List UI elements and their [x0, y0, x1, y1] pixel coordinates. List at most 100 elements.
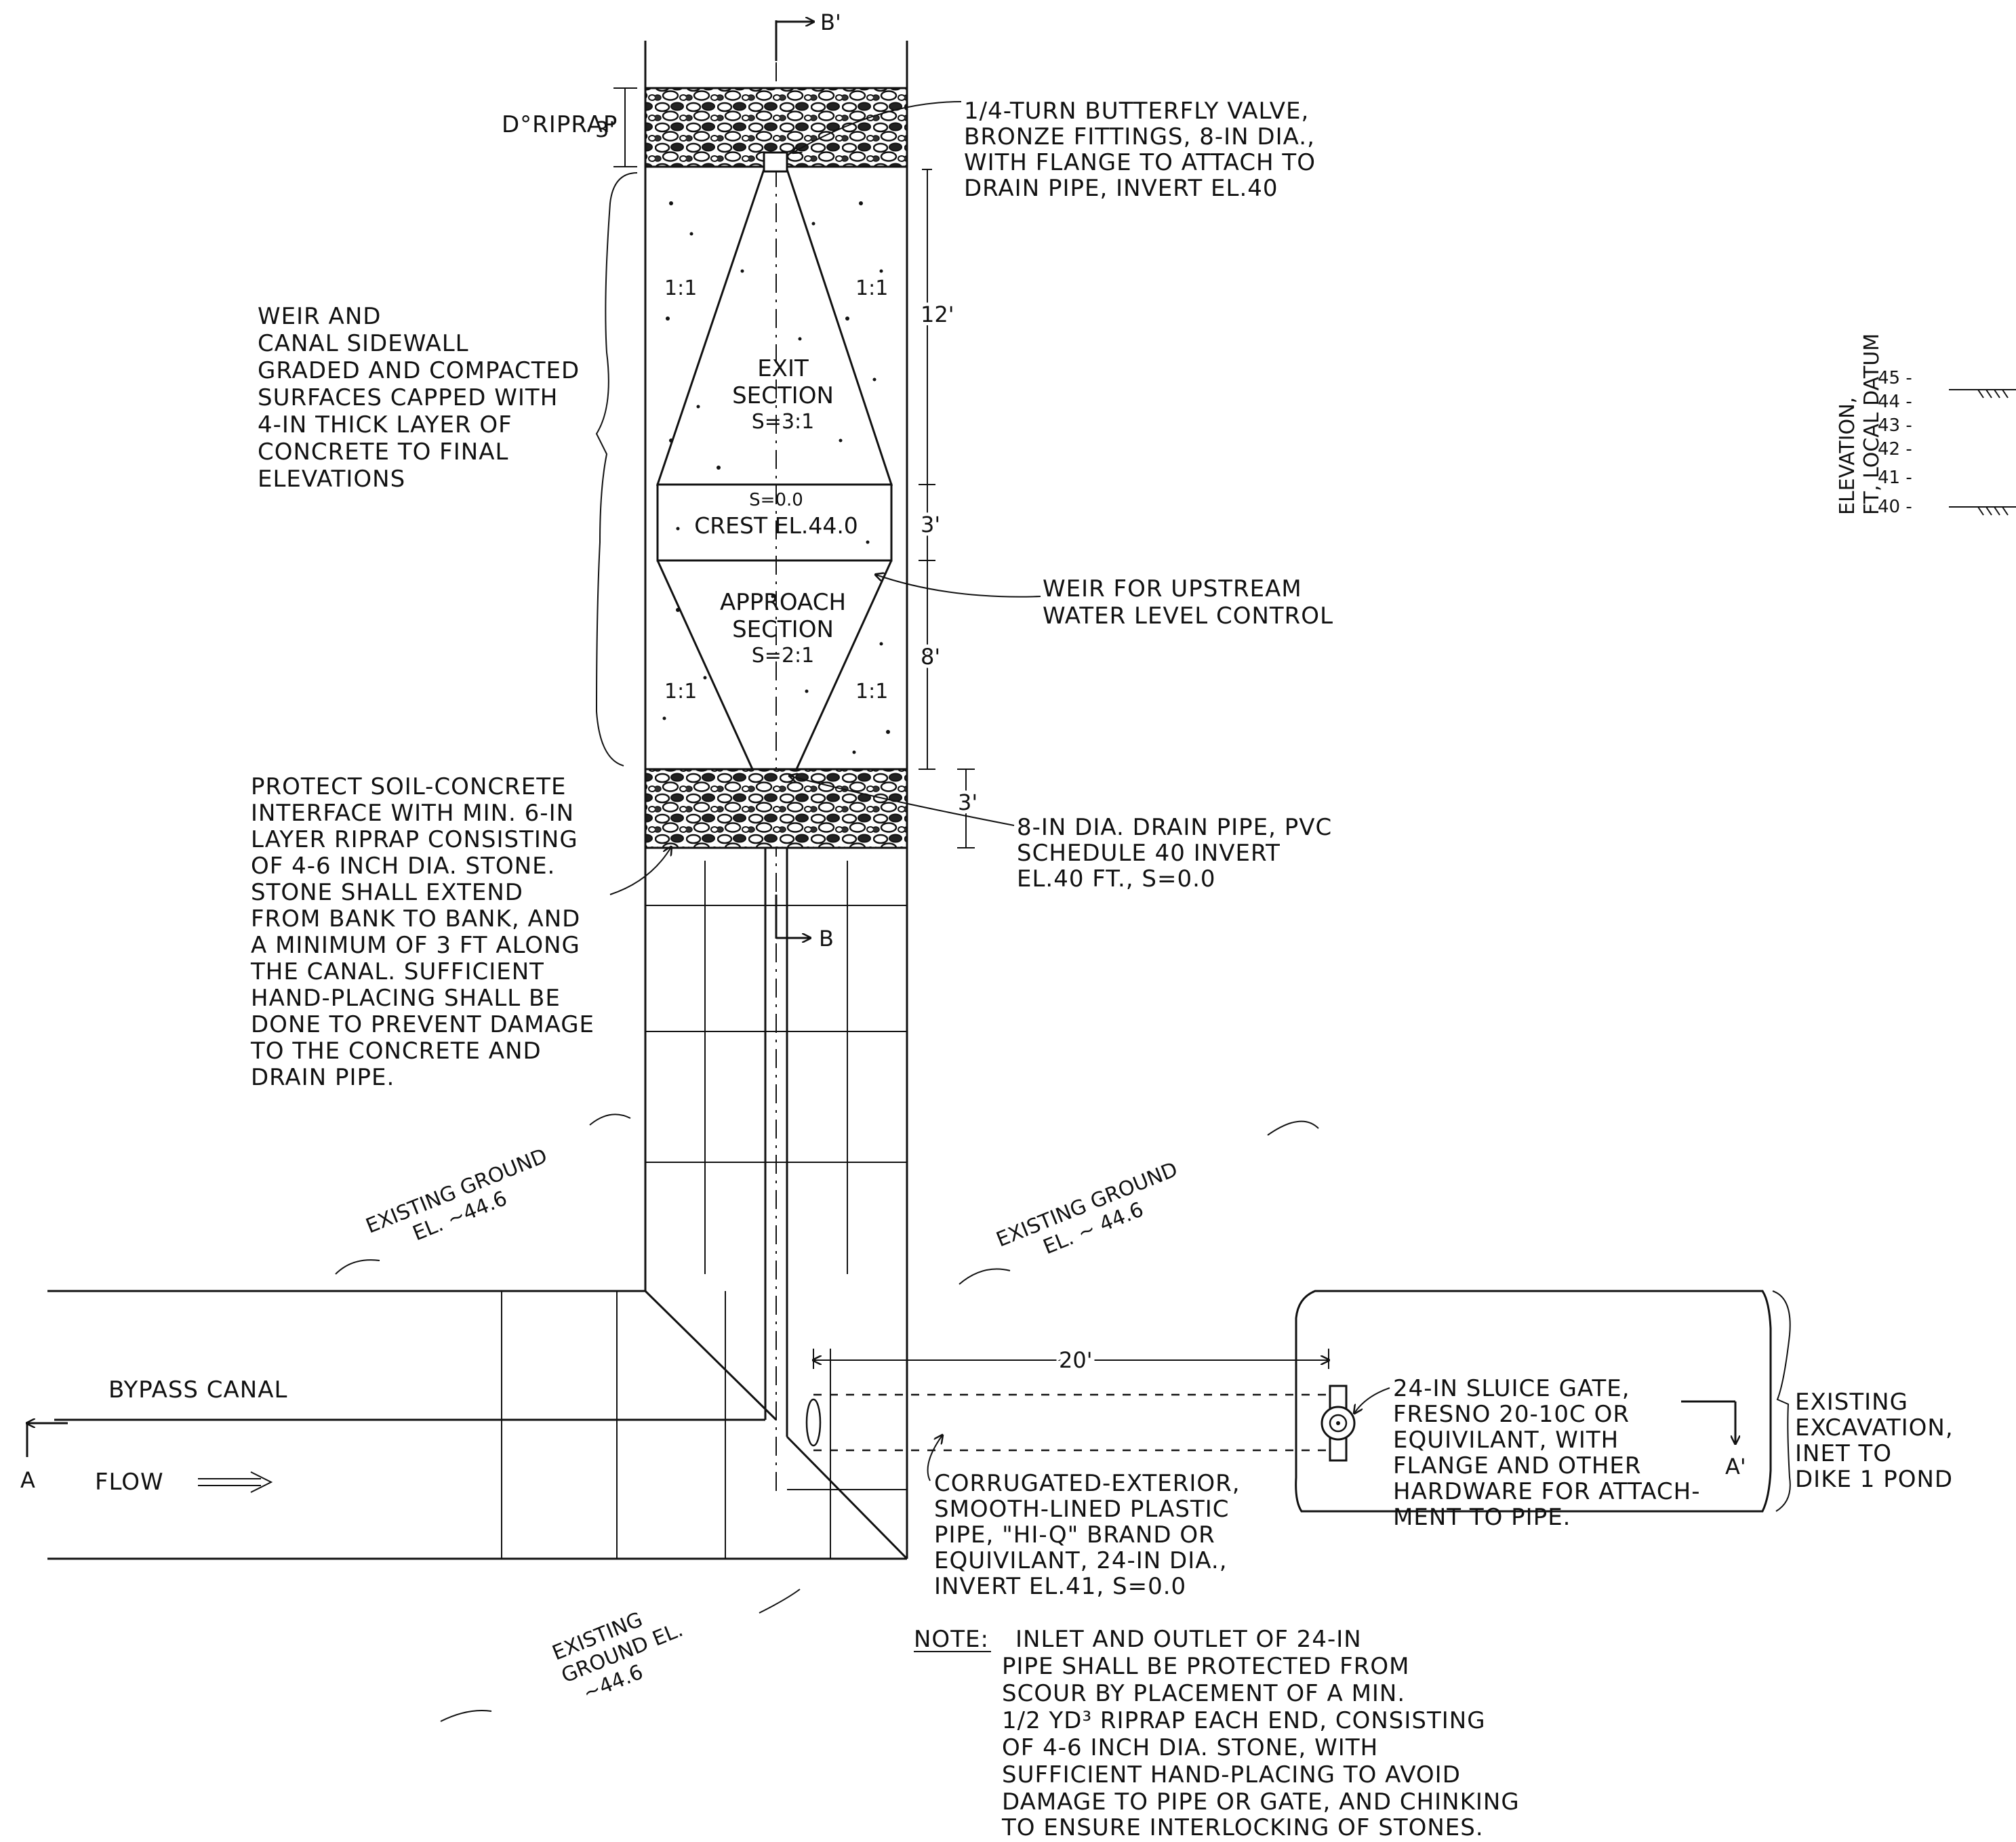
- dim-exit: 12': [917, 169, 958, 485]
- ground-hatch: [1977, 506, 2009, 516]
- riprap-bottom: [644, 768, 908, 849]
- dim-crest: 3': [917, 468, 944, 576]
- ground-squiggle: [1267, 1120, 1319, 1136]
- protect-note-line: PROTECT SOIL-CONCRETE: [251, 773, 566, 800]
- section-mark-top-label: B': [820, 9, 841, 35]
- valve-note: 1/4-TURN BUTTERFLY VALVE, BRONZE FITTING…: [964, 98, 1316, 202]
- sidewall-note-line: CANAL SIDEWALL: [258, 330, 469, 357]
- slope-lower-right: 1:1: [855, 680, 888, 703]
- protect-note-line: THE CANAL. SUFFICIENT: [250, 958, 544, 985]
- weir: [656, 169, 893, 771]
- elevation-tick: 41 -: [1878, 468, 1912, 488]
- dim-exit-label: 12': [921, 302, 954, 327]
- sluice-note: 24-IN SLUICE GATE, FRESNO 20-10C OR EQUI…: [1393, 1375, 1700, 1531]
- dim-pipe: 20': [813, 1343, 1329, 1377]
- note-line: OF 4-6 INCH DIA. STONE, WITH: [1002, 1734, 1378, 1761]
- elevation-tick: 42 -: [1878, 439, 1912, 459]
- section-mark-bottom: B: [775, 895, 834, 951]
- sluice-note-line: FRESNO 20-10C OR: [1393, 1401, 1630, 1428]
- exit-section-line: SECTION: [732, 382, 834, 409]
- section-mark-right-label: A': [1725, 1454, 1746, 1479]
- exit-section-line: EXIT: [757, 355, 809, 382]
- sluice-note-line: FLANGE AND OTHER: [1393, 1452, 1642, 1479]
- slope-upper-left: 1:1: [664, 277, 697, 300]
- dim-pipe-label: 20': [1059, 1347, 1093, 1373]
- riprap-thickness: 3': [595, 117, 615, 142]
- dim-riprap-bottom: 3': [954, 769, 981, 848]
- protect-note-line: DRAIN PIPE.: [251, 1064, 395, 1091]
- exit-section-outline: [656, 169, 893, 486]
- sidewall-note-line: SURFACES CAPPED WITH: [258, 384, 558, 411]
- sidewall-note-line: 4-IN THICK LAYER OF: [258, 411, 512, 438]
- canal-corner-right: [786, 1435, 908, 1560]
- valve-note-line: WITH FLANGE TO ATTACH TO: [964, 149, 1316, 176]
- crest-label: S=0.0 CREST EL.44.0: [694, 490, 858, 539]
- valve-leader: [793, 101, 962, 152]
- protect-leader: [609, 847, 671, 895]
- elevation-axis-label: FT, LOCAL DATUM: [1860, 333, 1884, 515]
- note-line: PIPE SHALL BE PROTECTED FROM: [1002, 1653, 1409, 1680]
- section-mark-right: A': [1681, 1400, 1746, 1479]
- excavation-brace: [1772, 1290, 1791, 1512]
- note-line: SCOUR BY PLACEMENT OF A MIN.: [1002, 1680, 1405, 1707]
- canal-corner-left: [644, 1290, 778, 1421]
- excavation-note-line: INET TO: [1795, 1440, 1892, 1467]
- pipe-note-line: CORRUGATED-EXTERIOR,: [934, 1470, 1241, 1497]
- sidewall-note-line: CONCRETE TO FINAL: [258, 438, 508, 466]
- sidewall-brace: [595, 172, 638, 766]
- section-mark-top: B': [775, 9, 841, 61]
- pipe-leader: [927, 1435, 942, 1481]
- protect-note-line: TO THE CONCRETE AND: [250, 1038, 542, 1065]
- exit-section-label: EXIT SECTION S=3:1: [732, 355, 834, 434]
- general-note: NOTE: INLET AND OUTLET OF 24-IN PIPE SHA…: [914, 1626, 1520, 1841]
- bypass-canal: [47, 1290, 908, 1560]
- drain-pipe: [764, 848, 788, 1437]
- elevation-tick: 40 -: [1878, 497, 1912, 517]
- section-mark-left-label: A: [20, 1467, 35, 1493]
- protect-note-line: DONE TO PREVENT DAMAGE: [251, 1011, 594, 1038]
- approach-section-outline: [656, 560, 893, 771]
- drain-note-line: SCHEDULE 40 INVERT: [1017, 840, 1281, 867]
- sidewall-note: WEIR AND CANAL SIDEWALL GRADED AND COMPA…: [258, 303, 579, 493]
- pipe-note-line: EQUIVILANT, 24-IN DIA.,: [934, 1547, 1228, 1574]
- sluice-leader: [1354, 1387, 1390, 1413]
- excavation-note-line: EXISTING: [1795, 1389, 1908, 1416]
- slope-lower-left: 1:1: [664, 680, 697, 703]
- approach-section-line: S=2:1: [752, 644, 814, 668]
- sluice-note-line: MENT TO PIPE.: [1393, 1504, 1571, 1531]
- pipe-note-line: PIPE, "HI-Q" BRAND OR: [934, 1521, 1215, 1549]
- weir-note-line: WATER LEVEL CONTROL: [1043, 602, 1333, 630]
- elevation-tick: 45 -: [1878, 368, 1912, 388]
- sluice-gate: [1321, 1385, 1356, 1462]
- note-line: DAMAGE TO PIPE OR GATE, AND CHINKING: [1002, 1788, 1520, 1816]
- ground-label-left: EXISTING GROUND EL. ~44.6: [363, 1144, 550, 1246]
- drain-leader: [790, 776, 1015, 826]
- bypass-label: BYPASS CANAL: [108, 1376, 287, 1404]
- protect-note-line: INTERFACE WITH MIN. 6-IN: [251, 800, 574, 827]
- weir-leader: [876, 575, 1041, 598]
- valve-note-line: DRAIN PIPE, INVERT EL.40: [964, 175, 1278, 202]
- protect-note-line: FROM BANK TO BANK, AND: [251, 905, 580, 933]
- note-line: TO ENSURE INTERLOCKING OF STONES.: [1001, 1814, 1484, 1841]
- crest-slope: S=0.0: [749, 490, 803, 510]
- dim-approach: 8': [917, 560, 944, 770]
- weir-note: WEIR FOR UPSTREAM WATER LEVEL CONTROL: [1043, 575, 1333, 630]
- dim-approach-label: 8': [921, 644, 940, 670]
- dim-riprap-bottom-label: 3': [958, 790, 977, 815]
- elevation-tick: 43 -: [1878, 415, 1912, 436]
- sidewall-note-line: ELEVATIONS: [258, 466, 405, 493]
- slope-upper-right: 1:1: [855, 277, 888, 300]
- weir-note-line: WEIR FOR UPSTREAM: [1043, 575, 1302, 602]
- crest-section-outline: [656, 483, 893, 562]
- excavation-note-line: EXCAVATION,: [1795, 1414, 1954, 1441]
- approach-section-label: APPROACH SECTION S=2:1: [720, 589, 846, 668]
- pipe-note-line: INVERT EL.41, S=0.0: [934, 1573, 1186, 1600]
- excavation-note-line: DIKE 1 POND: [1795, 1466, 1953, 1493]
- ground-label-bottom: EXISTING GROUND EL. ~44.6: [549, 1608, 687, 1705]
- sluice-note-line: HARDWARE FOR ATTACH-: [1393, 1478, 1700, 1505]
- protect-note-line: OF 4-6 INCH DIA. STONE.: [251, 853, 555, 880]
- note-line: SUFFICIENT HAND-PLACING TO AVOID: [1002, 1761, 1461, 1788]
- section-mark-left: A: [20, 1423, 68, 1493]
- ground-squiggle: [440, 1710, 492, 1722]
